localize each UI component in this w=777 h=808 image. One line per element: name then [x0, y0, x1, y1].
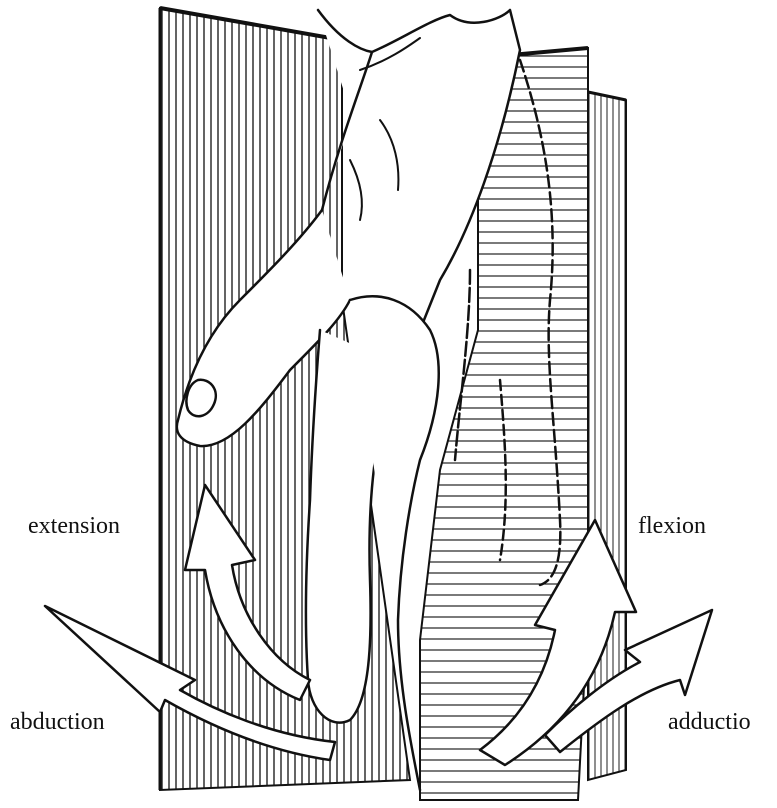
extension-label: extension: [28, 514, 120, 538]
flexion-label: flexion: [638, 514, 706, 538]
adduction-label: adductio: [668, 710, 751, 734]
abduction-label: abduction: [10, 710, 105, 734]
